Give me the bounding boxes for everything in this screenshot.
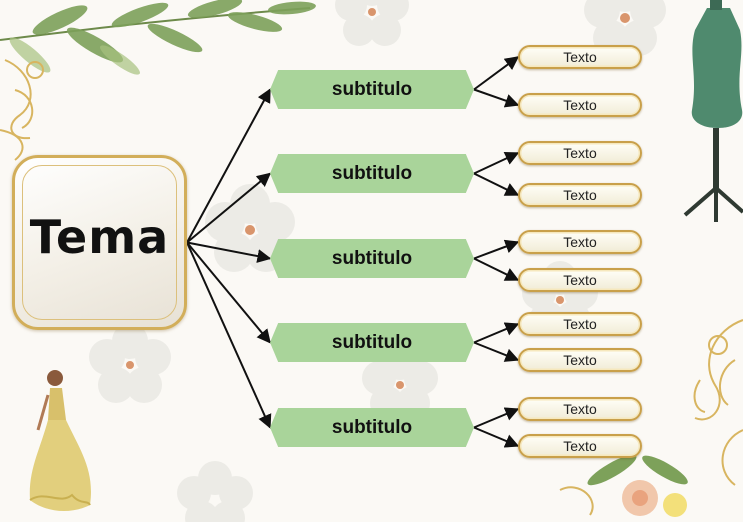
subtitle-node: subtitulo [270, 154, 474, 193]
flower-bouquet-icon [559, 454, 688, 517]
leaf-branch-icon [0, 0, 316, 75]
connector-arrow [186, 242, 272, 429]
connector-arrow [473, 88, 520, 108]
gold-swirl-icon [693, 319, 743, 486]
text-node: Texto [518, 141, 642, 165]
daisy-flower-icon [89, 323, 171, 403]
text-node: Texto [518, 93, 642, 117]
text-node: Texto [518, 230, 642, 254]
daisy-flower-icon [335, 0, 409, 46]
text-node: Texto [518, 312, 642, 336]
theme-node-frame [22, 165, 177, 320]
connector-arrow [186, 241, 271, 344]
text-node: Texto [518, 434, 642, 458]
connector-arrow [186, 88, 271, 243]
connector-arrow [473, 407, 520, 429]
connector-arrow [473, 426, 520, 448]
subtitle-node: subtitulo [270, 323, 474, 362]
theme-node: Tema [12, 155, 187, 330]
text-node: Texto [518, 348, 642, 372]
connector-arrow [473, 151, 520, 175]
subtitle-node: subtitulo [270, 70, 474, 109]
subtitle-node: subtitulo [270, 408, 474, 447]
connector-arrow [473, 56, 520, 91]
connector-arrow [473, 172, 520, 196]
text-node: Texto [518, 183, 642, 207]
text-node: Texto [518, 45, 642, 69]
fashion-model-icon [29, 370, 91, 512]
theme-label: Tema [29, 210, 170, 264]
connector-arrow [473, 239, 520, 260]
connector-arrow [473, 322, 520, 344]
connector-arrow [186, 241, 272, 263]
text-node: Texto [518, 397, 642, 421]
daisy-flower-icon [177, 461, 253, 522]
dress-mannequin-icon [683, 0, 743, 222]
gold-swirl-icon [0, 59, 44, 161]
connector-arrow [186, 172, 272, 244]
text-node: Texto [518, 268, 642, 292]
connector-arrow [473, 257, 520, 281]
subtitle-node: subtitulo [270, 239, 474, 278]
connector-arrow [473, 341, 520, 362]
